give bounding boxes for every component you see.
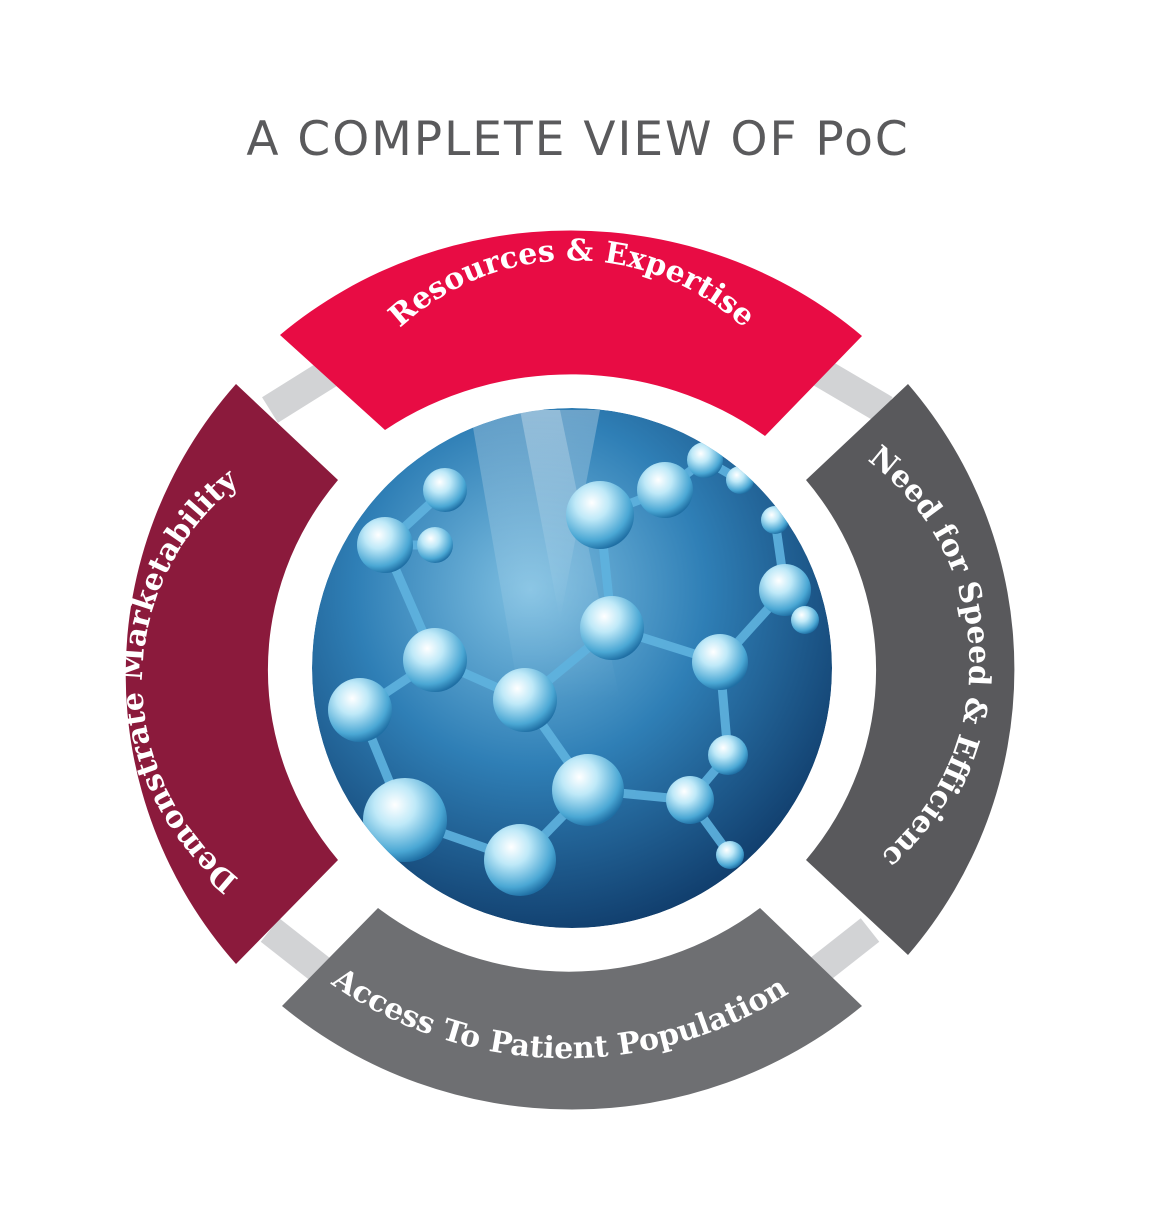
segment-demonstrate-marketability[interactable] bbox=[125, 384, 338, 964]
segment-need-for-speed-efficiency[interactable] bbox=[806, 384, 1015, 955]
molecule-atom bbox=[761, 506, 789, 534]
molecule-atom bbox=[566, 481, 634, 549]
molecule-atom bbox=[726, 466, 754, 494]
molecule-atom bbox=[423, 468, 467, 512]
segment-access-to-patient-populations[interactable] bbox=[282, 908, 862, 1110]
molecule-atom bbox=[716, 841, 744, 869]
molecule-atom bbox=[357, 517, 413, 573]
molecule-atom bbox=[666, 776, 714, 824]
molecule-atom bbox=[791, 606, 819, 634]
molecule-atom bbox=[484, 824, 556, 896]
page-title: A COMPLETE VIEW OF PoC bbox=[246, 112, 910, 167]
molecule-atom bbox=[552, 754, 624, 826]
molecule-atom bbox=[687, 442, 723, 478]
molecule-atom bbox=[403, 628, 467, 692]
molecule-atom bbox=[708, 735, 748, 775]
molecule-icon bbox=[312, 408, 832, 928]
molecule-atom bbox=[580, 596, 644, 660]
molecule-atom bbox=[759, 564, 811, 616]
molecule-atom bbox=[328, 678, 392, 742]
segment-resources-expertise[interactable] bbox=[280, 230, 862, 436]
molecule-atom bbox=[417, 527, 453, 563]
molecule-atom bbox=[692, 634, 748, 690]
molecule-atom bbox=[493, 668, 557, 732]
molecule-atom bbox=[363, 778, 447, 862]
molecule-atom bbox=[637, 462, 693, 518]
